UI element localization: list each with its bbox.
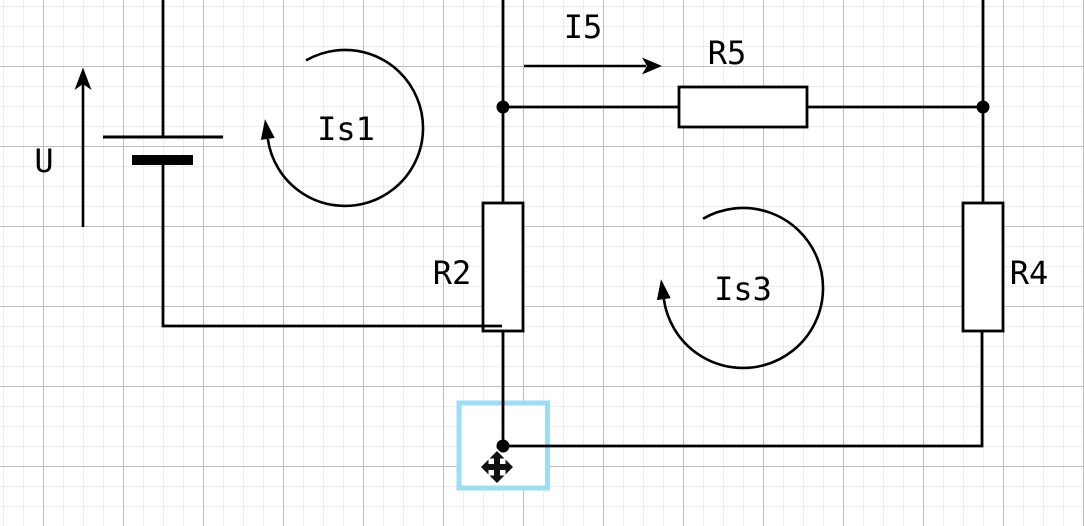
arrow-head-icon	[642, 57, 662, 75]
resistor-r5-body[interactable]	[677, 85, 809, 129]
label-r4[interactable]: R4	[1010, 254, 1049, 292]
label-is3[interactable]: Is3	[714, 270, 772, 308]
current-arrow-i5[interactable]	[524, 57, 662, 75]
label-r5[interactable]: R5	[708, 34, 747, 72]
junction-node-top-right[interactable]	[976, 100, 990, 114]
loop-arc	[266, 48, 425, 208]
battery-short-plate	[132, 155, 193, 165]
label-is1[interactable]: Is1	[317, 110, 375, 148]
label-i5[interactable]: I5	[564, 8, 603, 46]
voltage-arrow-u[interactable]	[74, 67, 92, 228]
wire-bottom-right[interactable]	[503, 330, 984, 448]
move-cursor-icon	[478, 448, 516, 486]
arrow-head-icon	[74, 67, 92, 90]
loop-arc	[662, 206, 825, 370]
loop-arrow-head-icon	[260, 119, 275, 140]
junction-node-bottom-selected[interactable]	[496, 439, 510, 453]
loop-arrow-head-icon	[656, 279, 671, 301]
label-u[interactable]: U	[34, 142, 53, 180]
resistor-r2-body[interactable]	[481, 201, 525, 333]
resistor-r4-body[interactable]	[961, 201, 1005, 333]
wire-bottom-left[interactable]	[161, 165, 502, 328]
mesh-loop-is3[interactable]	[656, 206, 825, 370]
mesh-loop-is1[interactable]	[260, 48, 425, 208]
label-r2[interactable]: R2	[433, 254, 472, 292]
voltage-source-battery[interactable]	[103, 135, 223, 165]
junction-node-top-left[interactable]	[496, 100, 510, 114]
